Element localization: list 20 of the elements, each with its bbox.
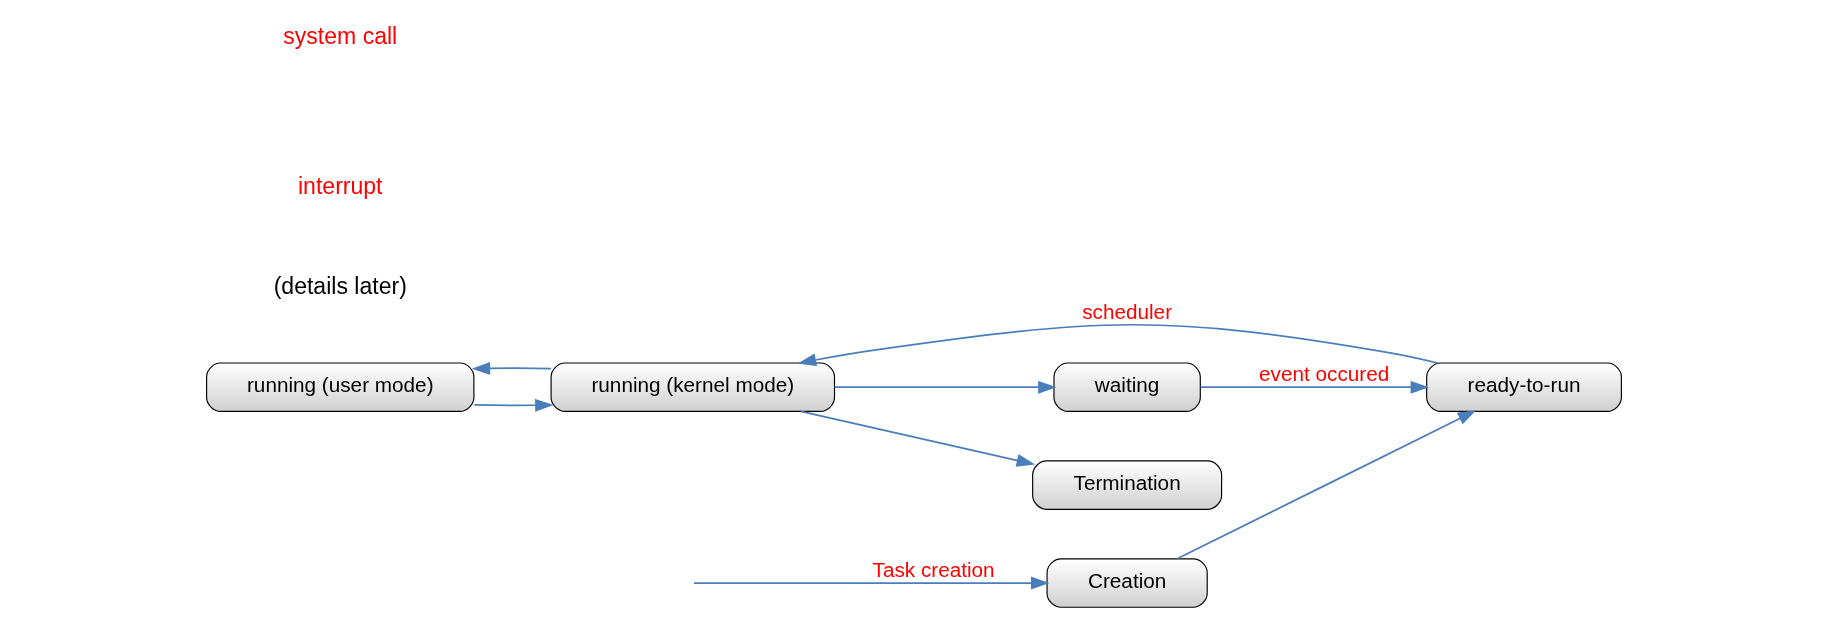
label: system call [283, 22, 398, 49]
node-box: Creation [1046, 558, 1208, 608]
edge-label: scheduler [1082, 299, 1173, 323]
arrow [1176, 410, 1477, 560]
edge-label: event occured [1259, 361, 1390, 385]
arrow [797, 323, 1439, 367]
label: (details later) [273, 272, 407, 299]
arrow [693, 576, 1050, 590]
node-box: ready-to-run [1426, 362, 1622, 412]
arrow [833, 380, 1057, 394]
edge-label: Task creation [872, 557, 995, 581]
node-box: running (kernel mode) [550, 362, 836, 412]
arrow [471, 361, 552, 375]
arrow [473, 398, 554, 412]
node-box: waiting [1053, 362, 1201, 412]
node-box: Termination [1032, 460, 1223, 510]
arrow [799, 410, 1036, 467]
label: interrupt [298, 172, 383, 199]
node-box: running (user mode) [206, 362, 475, 412]
arrow [1199, 380, 1430, 394]
